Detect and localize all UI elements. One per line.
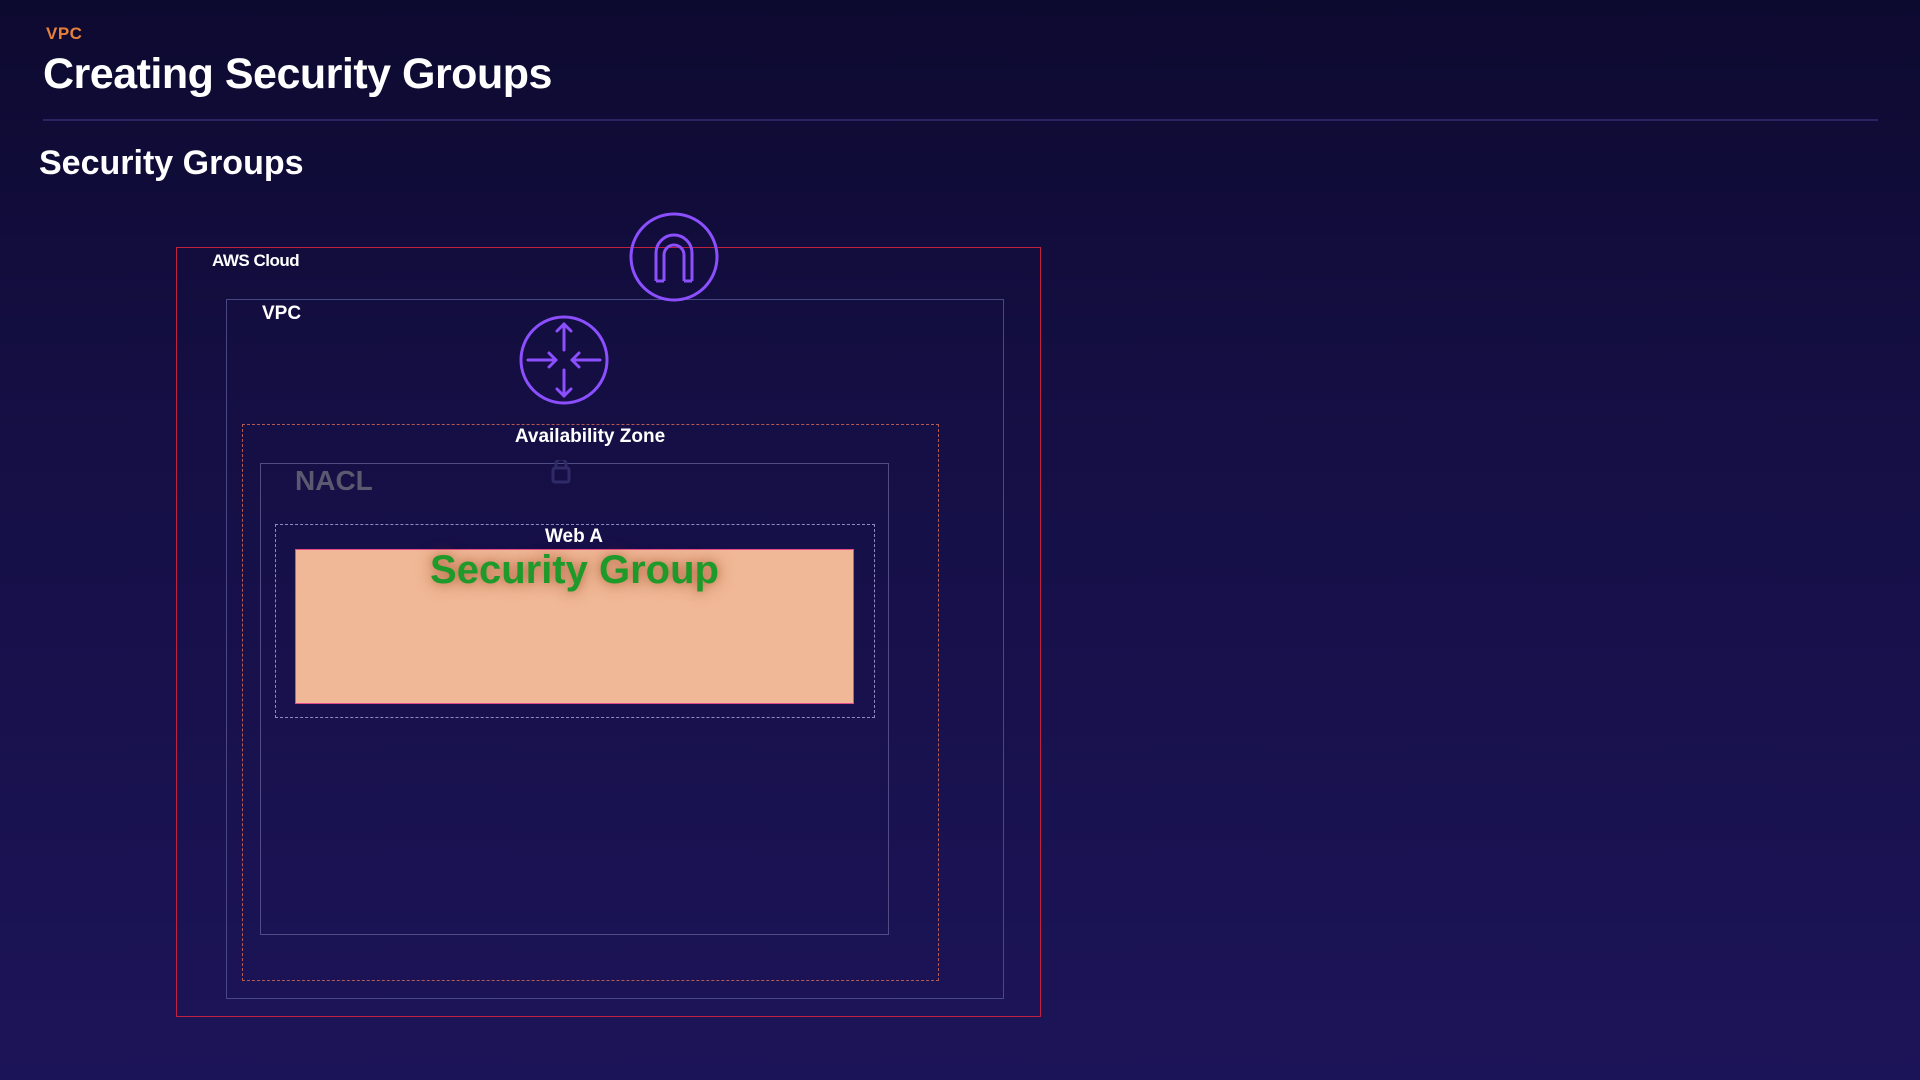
header-divider [43,119,1878,121]
availability-zone-label: Availability Zone [514,426,666,447]
security-group-label: Security Group [430,548,719,592]
availability-zone-boundary [242,424,939,981]
internet-gateway-icon [629,212,719,302]
section-kicker: VPC [46,24,83,43]
security-group-box [295,549,854,704]
subnet-web-a-boundary [275,524,875,718]
nacl-label: NACL [295,465,373,496]
slide-subtitle: Security Groups [39,144,304,182]
vpc-label: VPC [262,303,302,324]
nacl-boundary [260,463,889,935]
aws-cloud-label: AWS Cloud [212,251,300,270]
router-icon [519,315,609,405]
vpc-boundary [226,299,1004,999]
faded-lock-icon [551,460,571,484]
subnet-web-a-label: Web A [544,526,604,547]
aws-cloud-boundary [176,247,1041,1017]
page-title: Creating Security Groups [43,50,552,98]
